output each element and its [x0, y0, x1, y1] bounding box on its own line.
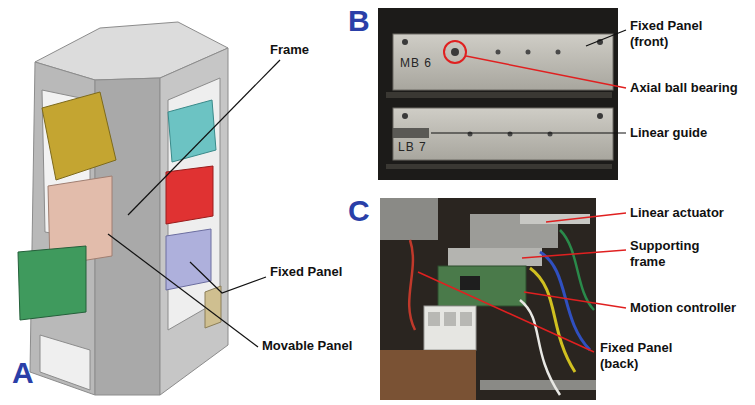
rail: [386, 164, 612, 169]
leader-line: [128, 60, 280, 215]
hole: [496, 50, 501, 55]
wire: [520, 300, 560, 395]
part-label: Supporting frame: [630, 238, 714, 269]
terminal-block: [424, 306, 476, 350]
leader-lines-a: [108, 60, 280, 347]
linear-guide: [393, 128, 429, 138]
photo-ground: [378, 8, 618, 180]
photo-b: [378, 8, 626, 180]
movable-panel-yellow: [42, 92, 116, 180]
hole: [402, 113, 408, 119]
circuit-board: [438, 266, 526, 306]
fixed-panel-red: [166, 166, 213, 224]
leader-line: [522, 250, 626, 258]
movable-panel-green: [18, 246, 86, 320]
panel-marking: MB 6: [400, 56, 432, 70]
wire: [409, 240, 415, 330]
rail: [386, 92, 612, 98]
frame-window: [40, 335, 90, 390]
panel-marking: LB 7: [398, 140, 427, 154]
hole: [402, 39, 408, 45]
photo-c: [380, 198, 626, 400]
part-label: Axial ball bearing: [630, 80, 738, 96]
frame-right-face: [160, 48, 228, 395]
terminal: [460, 312, 472, 326]
part-label: Linear guide: [630, 125, 707, 141]
chip: [460, 276, 480, 290]
fixed-panel-tan: [205, 286, 221, 328]
metal-part: [380, 198, 438, 240]
terminal: [444, 312, 456, 326]
leader-line: [108, 234, 258, 347]
leader-line: [586, 30, 626, 46]
leader-line: [418, 272, 594, 352]
panel-letter: B: [348, 6, 370, 36]
aluminium-panel: [393, 108, 613, 160]
hole: [526, 50, 531, 55]
rail: [480, 380, 596, 390]
leader-line: [431, 132, 626, 133]
hole: [508, 132, 513, 137]
leader-line: [466, 56, 626, 88]
hole: [548, 132, 553, 137]
panel-letter: A: [12, 358, 34, 388]
leader-line: [524, 292, 626, 308]
hole: [468, 132, 473, 137]
part-label: Movable Panel: [262, 338, 352, 354]
hole: [556, 50, 561, 55]
highlight-circle: [444, 41, 466, 63]
fixed-panel-cyan: [168, 100, 216, 162]
part-label: Fixed Panel (front): [630, 18, 740, 49]
panel-letter: C: [348, 196, 370, 226]
wire: [530, 268, 575, 372]
part-label: Fixed Panel (back): [600, 340, 696, 371]
copper-plate: [380, 350, 476, 400]
part-label: Linear actuator: [630, 205, 724, 221]
photo-ground: [380, 198, 596, 400]
aluminium-panel: [393, 34, 613, 90]
part-label: Fixed Panel: [270, 264, 342, 280]
fixed-panel-lavender: [166, 229, 211, 290]
hole: [597, 113, 603, 119]
leader-line: [546, 213, 626, 222]
actuator-rod: [520, 214, 590, 224]
hole: [451, 48, 459, 56]
part-label: Frame: [270, 42, 309, 58]
terminal: [428, 312, 440, 326]
leader-line: [190, 262, 266, 293]
part-label: Motion controller: [630, 300, 736, 316]
cad-model: [18, 22, 228, 395]
